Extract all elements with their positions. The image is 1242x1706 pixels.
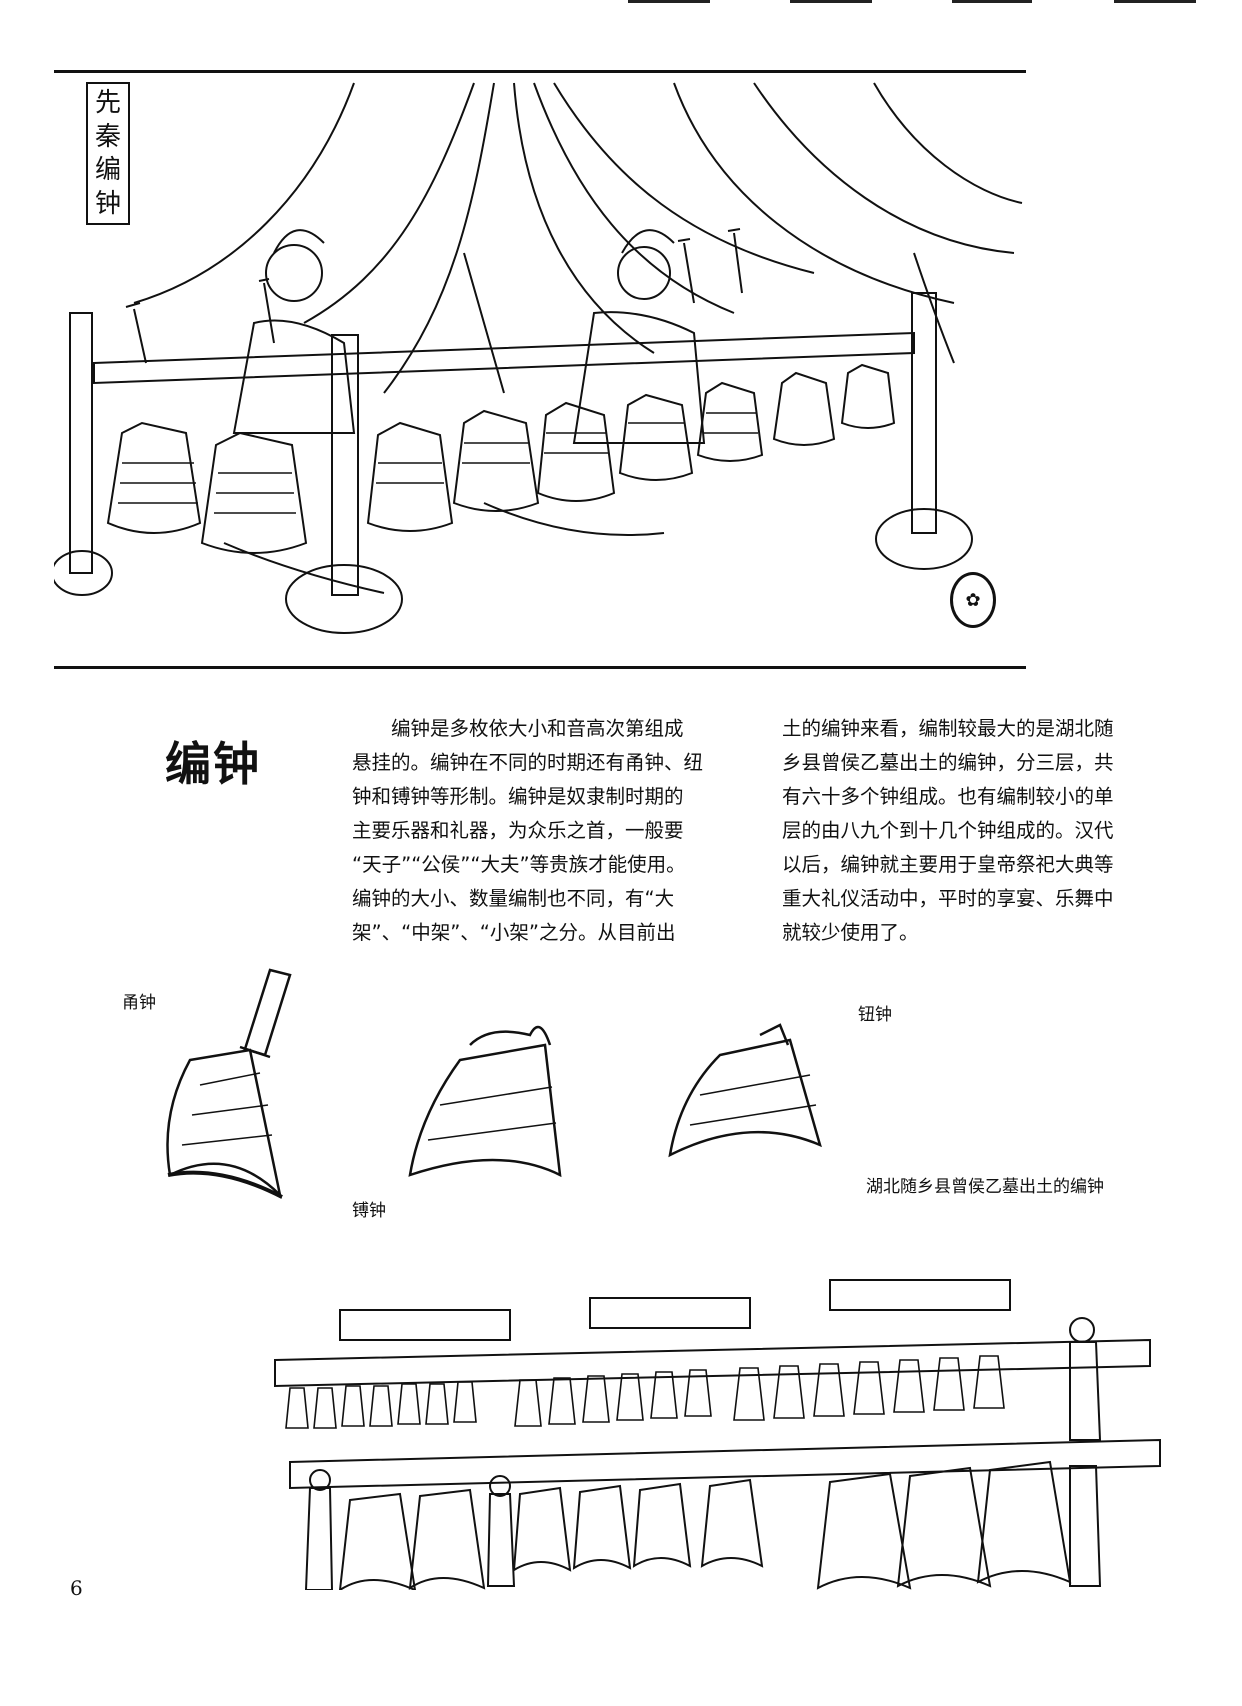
artist-seal-icon: ✿ bbox=[950, 572, 996, 628]
text-line: 钟和镈钟等形制。编钟是奴隶制时期的 bbox=[352, 785, 684, 808]
musicians-illustration bbox=[54, 82, 1023, 634]
text-line: 层的由八九个到十几个钟组成的。汉代 bbox=[782, 819, 1114, 842]
seal-char: 钟 bbox=[94, 189, 121, 220]
bo-bell-icon bbox=[408, 1025, 562, 1178]
article-column-2: 土的编钟来看，编制较最大的是湖北随 乡县曾侯乙墓出土的编钟，分三层，共 有六十多… bbox=[782, 712, 1137, 950]
illustration-frame-bottom bbox=[54, 666, 1026, 669]
text-line: 以后，编钟就主要用于皇帝祭祀大典等 bbox=[782, 853, 1114, 876]
zeng-bell-rack-illustration bbox=[274, 1279, 1161, 1590]
bell-types-illustration bbox=[166, 968, 822, 1199]
article-column-1: 编钟是多枚依大小和音高次第组成 悬挂的。编钟在不同的时期还有甬钟、纽 钟和镈钟等… bbox=[352, 712, 712, 950]
text-line: “天子”“公侯”“大夫”等贵族才能使用。 bbox=[352, 853, 686, 876]
text-line: 就较少使用了。 bbox=[782, 921, 919, 944]
top-rule bbox=[790, 0, 872, 3]
illustration-frame-top bbox=[54, 70, 1026, 73]
bo-bell-label: 镈钟 bbox=[352, 1201, 386, 1221]
yong-bell-icon bbox=[166, 968, 292, 1199]
yong-bell-label: 甬钟 bbox=[122, 993, 156, 1013]
niu-bell-icon bbox=[668, 1023, 822, 1158]
seal-char: 编 bbox=[94, 155, 121, 186]
page-number: 6 bbox=[70, 1576, 83, 1600]
text-line: 编钟是多枚依大小和音高次第组成 bbox=[391, 717, 684, 740]
text-line: 有六十多个钟组成。也有编制较小的单 bbox=[782, 785, 1114, 808]
zeng-bells-caption: 湖北随乡县曾侯乙墓出土的编钟 bbox=[866, 1177, 1104, 1197]
niu-bell-label: 钮钟 bbox=[858, 1005, 892, 1025]
top-rule bbox=[628, 0, 710, 3]
top-rule bbox=[1114, 0, 1196, 3]
title-seal: 先 秦 编 钟 bbox=[86, 82, 130, 225]
seal-char: 秦 bbox=[94, 121, 121, 152]
article-heading: 编钟 bbox=[165, 737, 261, 791]
text-line: 悬挂的。编钟在不同的时期还有甬钟、纽 bbox=[352, 751, 704, 774]
text-line: 重大礼仪活动中，平时的享宴、乐舞中 bbox=[782, 887, 1114, 910]
text-line: 架”、“中架”、“小架”之分。从目前出 bbox=[352, 921, 676, 944]
top-rule bbox=[952, 0, 1032, 3]
text-line: 编钟的大小、数量编制也不同，有“大 bbox=[352, 887, 675, 910]
seal-char: 先 bbox=[94, 87, 121, 118]
text-line: 乡县曾侯乙墓出土的编钟，分三层，共 bbox=[782, 751, 1114, 774]
text-line: 主要乐器和礼器，为众乐之首，一般要 bbox=[352, 819, 684, 842]
text-line: 土的编钟来看，编制较最大的是湖北随 bbox=[782, 717, 1114, 740]
